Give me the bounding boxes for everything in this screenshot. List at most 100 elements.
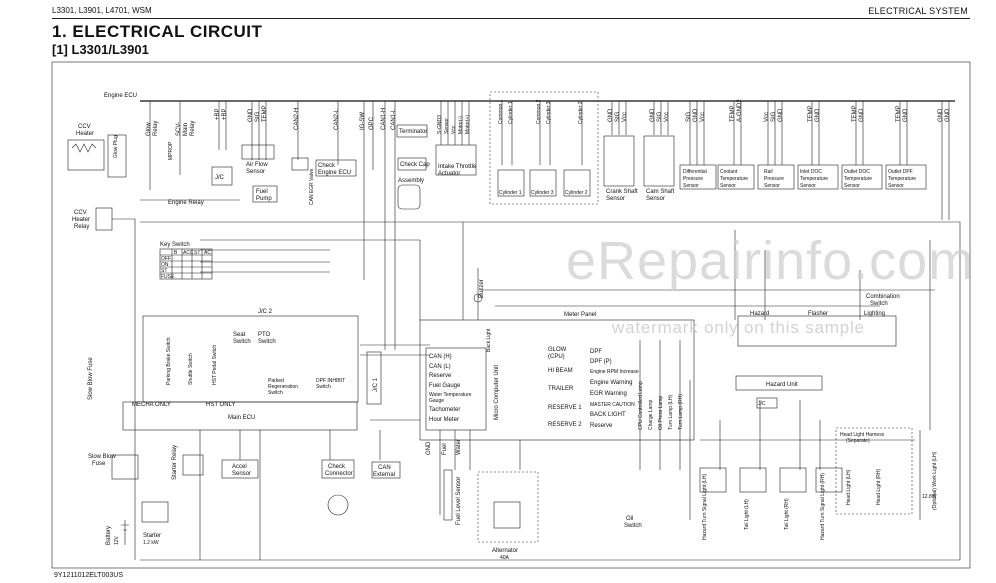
cam-label-1: Cam Shaft (646, 189, 675, 195)
alternator-spec: 40A (500, 555, 510, 561)
pin-l7: TEMP (896, 105, 902, 122)
ccv-relay-label-1: CCV (74, 210, 87, 216)
diff-label-3: Sensor (683, 183, 699, 189)
accel-label-2: Sensor (232, 471, 251, 477)
gnd-label: GND (426, 441, 432, 455)
pin-opc: OPC (369, 116, 375, 130)
ind-glow: GLOW (548, 347, 567, 353)
ind-dpf-p: DPF (P) (590, 359, 612, 365)
parking-brake-label: Parking Brake Switch (166, 337, 172, 385)
hazard-unit-label: Hazard Unit (766, 382, 798, 388)
charge-lamp-label: Charge Lamp (648, 399, 654, 430)
crank-shaft-sensor (603, 135, 635, 187)
cpu-lamp-label: CPU Controlled Lamp (638, 381, 644, 430)
can-egr-label: CAN EGR Valve (309, 168, 315, 205)
indicator-lamps: GLOW (CPU) HI BEAM TRAILER RESERVE 1 RES… (486, 328, 684, 430)
check-ecu-label-1: Check (318, 163, 336, 169)
outlet-dpf-label-3: Sensor (888, 183, 904, 189)
reserve-label: Reserve (429, 373, 452, 379)
coolant-label-2: Temperature (720, 176, 748, 182)
outlet-doc-sensor (841, 164, 883, 190)
pin-k3: TEMP (730, 105, 736, 122)
outlet-dpf-label-2: Temperature (888, 176, 916, 182)
starter-relay-label: Starter Relay (172, 445, 178, 480)
key-switch-table: B ACC ST AC OFF ON ST FUSE (159, 248, 213, 280)
ind-reserve-1: RESERVE 1 (548, 405, 582, 411)
pin-m1: GND (945, 108, 951, 122)
pin-l6: GND (859, 108, 865, 122)
check-engine-ecu (315, 159, 357, 177)
pin-glow: Glow (146, 122, 152, 136)
pin-j2: Vcc (622, 112, 628, 122)
ks-row-on: ON (161, 262, 169, 268)
shuttle-label: Shuttle Switch (188, 353, 194, 385)
hazard-turn-lh-label: Hazard Turn Signal Light (LH) (702, 474, 708, 540)
watermark-sample: watermark only on this sample (612, 318, 865, 337)
head-light-rh-label: Head Light (RH) (876, 469, 882, 505)
can-ext-label-1: CAN (378, 465, 391, 471)
oil-press-label: Oil Press Lamp (658, 396, 664, 430)
pin-main-relay: Relay (190, 121, 196, 136)
water-temp-label-1: Water Temperature (429, 392, 472, 398)
pin-gnd: GND (248, 108, 254, 122)
ccv-heater (67, 139, 105, 171)
water-label: Water (456, 439, 462, 455)
ind-engine-warn: Engine Warning (590, 380, 632, 386)
pin-k1: GND (693, 108, 699, 122)
diff-pressure-sensor (679, 164, 717, 190)
pin-l4: GND (815, 108, 821, 122)
hst-only-label: HST ONLY (206, 402, 235, 408)
rail-label-1: Rail (764, 169, 773, 175)
turn-lh-label: Turn Lamp (LH) (668, 395, 674, 430)
engine-ecu-label: Engine ECU (104, 93, 137, 99)
intake-throttle-label-2: Actuator (438, 171, 460, 177)
rear-lamps: Hazard Turn Signal Light (LH) Tail Light… (699, 467, 843, 540)
combination-switch-label-1: Combination (866, 294, 900, 300)
can-l-label: CAN (L) (429, 364, 451, 370)
pin-l3: TEMP (808, 105, 814, 122)
parked-regen-label-3: Switch (268, 390, 283, 396)
jc-block (211, 166, 233, 186)
cyl1-label: Cylinder 1 (499, 190, 522, 196)
ind-rpm: Engine RPM Increase (590, 369, 639, 375)
terminator (396, 124, 428, 138)
ccv-relay-label-2: Heater (72, 217, 90, 223)
check-cap-label: Check Cap (400, 162, 430, 168)
ks-row-st: ST (161, 268, 167, 274)
pin-sgnd3: S-GND3 (437, 115, 443, 134)
pin-vcc: Vcc (451, 125, 457, 134)
hst-pedal-label: HST Pedal Switch (212, 345, 218, 385)
hazard-unit (735, 375, 823, 391)
dpf-inhibit-label-1: DPF INHIBIT (316, 378, 345, 384)
can-external (371, 461, 401, 479)
key-switch-label: Key Switch (160, 242, 190, 248)
diff-label-1: Differential (683, 169, 707, 175)
assembly-connector (397, 184, 421, 210)
pin-m0: GND (938, 108, 944, 122)
ks-col-acc: ACC (183, 250, 194, 256)
work-light-spec: 12.8W (922, 494, 937, 500)
water-temp-label-2: Gauge (429, 398, 444, 404)
crank-label-1: Crank Shaft (606, 189, 638, 195)
back-light-label: Back Light (486, 328, 492, 352)
starter-spec: 1.2 kW (143, 540, 159, 546)
jc-hazard (756, 397, 778, 409)
air-flow-label-1: Air Flow (246, 162, 268, 168)
check-conn-label-2: Connector (325, 471, 353, 477)
pin-scv: SCV- (176, 122, 182, 136)
jc1-block (366, 351, 382, 405)
pin-k2: Vcc (700, 112, 706, 122)
check-connector-plug (327, 494, 349, 516)
tail-light-rh (779, 467, 807, 493)
pin-j3: GND (650, 108, 656, 122)
cylinder-1 (497, 169, 525, 197)
pin-can1h: CAN1-H (381, 108, 387, 130)
pin-sensor: Sensor (444, 118, 450, 134)
rail-label-3: Sensor (764, 183, 780, 189)
slow-blow-fuse-block (111, 454, 139, 480)
pin-j0: GND (608, 108, 614, 122)
can-ext-label-2: External (373, 472, 395, 478)
pin-l5: TEMP (852, 105, 858, 122)
check-cap (397, 157, 427, 171)
flasher-label: Flasher (808, 311, 828, 317)
